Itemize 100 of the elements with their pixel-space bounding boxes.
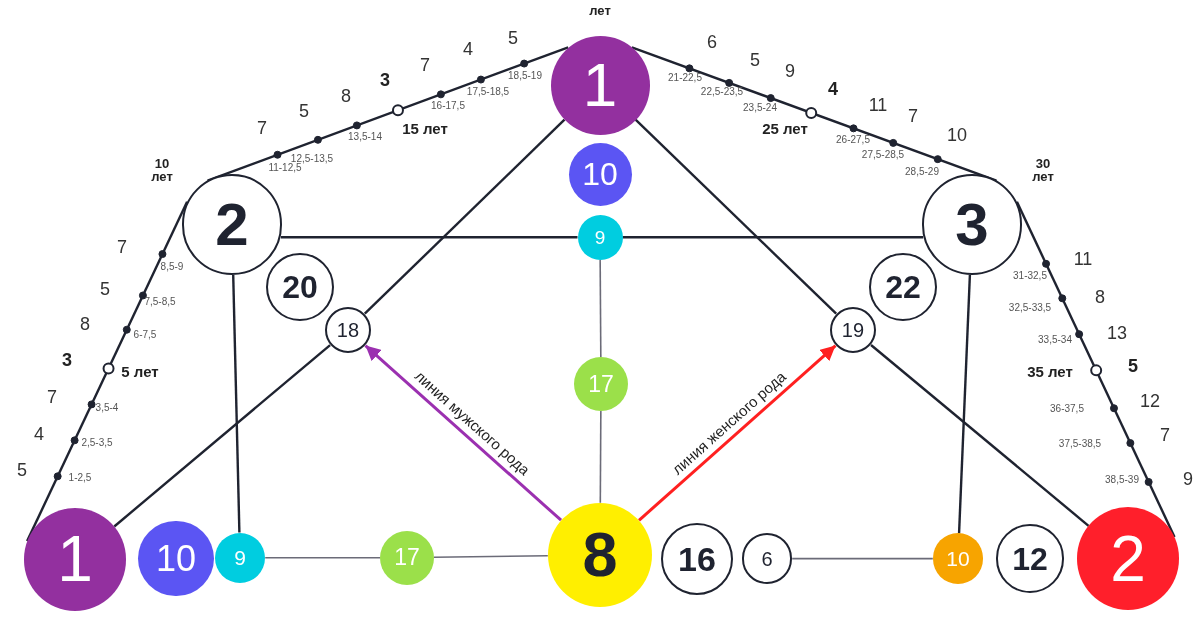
number-label: 9 xyxy=(1183,470,1193,489)
number-label: 12 xyxy=(1140,392,1160,411)
number-label: 3 xyxy=(380,70,390,89)
age-range-label: 32,5-33,5 xyxy=(1008,302,1052,313)
number-label: 10 xyxy=(947,125,967,144)
connector-line xyxy=(207,46,569,182)
age-range-label: 31-32,5 xyxy=(1013,271,1047,281)
age-range-label: 2,5-3,5 xyxy=(81,438,113,449)
age-range-label: 3,5-4 xyxy=(95,403,119,414)
age-range-label: 18,5-19 xyxy=(508,71,542,82)
number-label: 5 xyxy=(508,28,518,47)
number-label: 7 xyxy=(117,238,127,257)
number-label: 9 xyxy=(785,61,795,80)
number-label: 9 xyxy=(594,227,606,247)
number-label: 12 xyxy=(1012,542,1048,575)
age-range-label: 1-2,5 xyxy=(68,472,92,483)
number-label: 18 xyxy=(336,320,360,340)
age-range-label: 36-37,5 xyxy=(1050,404,1084,415)
age-range-label: 12,5-13,5 xyxy=(290,154,334,164)
number-label: 5 xyxy=(17,460,27,479)
age-label: 35 лет xyxy=(1027,363,1073,379)
age-range-label: 27,5-28,5 xyxy=(861,150,905,161)
age-range-label: 22,5-23,5 xyxy=(700,87,744,98)
age-range-label: 11-12,5 xyxy=(268,163,302,173)
number-label: 3 xyxy=(955,194,989,255)
number-label: 4 xyxy=(34,425,44,444)
age-range-label: 28,5-29 xyxy=(905,166,939,177)
number-label: 5 xyxy=(299,102,309,121)
number-label: 13 xyxy=(1107,323,1127,342)
age-range-label: 16-17,5 xyxy=(431,100,465,111)
number-label: 2 xyxy=(1110,526,1146,591)
connector-line xyxy=(957,275,972,534)
number-label: 7 xyxy=(420,55,430,74)
connector-line xyxy=(599,410,602,504)
connector-line xyxy=(622,236,924,239)
connector-line xyxy=(264,556,381,559)
connector-line xyxy=(599,259,602,358)
number-label: 10 xyxy=(946,548,970,570)
age-label: лет xyxy=(588,3,612,17)
number-label: 1 xyxy=(57,527,93,592)
number-label: 8 xyxy=(341,87,351,105)
number-label: 2 xyxy=(215,194,249,255)
connector-line xyxy=(26,201,189,542)
number-circle xyxy=(380,530,434,585)
number-label: 20 xyxy=(282,270,318,303)
connector-line xyxy=(113,344,331,528)
number-label: 5 xyxy=(750,51,760,69)
number-label: 5 xyxy=(1128,357,1138,375)
arrow xyxy=(364,344,563,522)
connector-line xyxy=(232,275,241,533)
number-label: 7 xyxy=(257,118,267,137)
connector-line xyxy=(631,46,997,182)
number-label: 17 xyxy=(588,372,614,396)
connector-line xyxy=(870,344,1090,527)
number-circle xyxy=(265,252,335,321)
number-circle xyxy=(577,214,623,260)
number-label: 8 xyxy=(1095,287,1105,306)
connector-line xyxy=(791,557,934,560)
age-label: 15 лет xyxy=(402,120,448,135)
number-label: 1 xyxy=(582,54,618,117)
number-label: 8 xyxy=(582,523,618,587)
connector-line xyxy=(433,554,549,559)
number-label: 7 xyxy=(1160,426,1170,445)
number-label: 17 xyxy=(394,546,420,570)
number-label: 19 xyxy=(841,320,865,340)
number-label: 10 xyxy=(155,540,196,577)
connector-line xyxy=(634,118,837,315)
number-circle xyxy=(574,357,628,411)
age-range-label: 13,5-14 xyxy=(348,131,382,142)
age-range-label: 38,5-39 xyxy=(1105,475,1139,486)
age-range-label: 37,5-38,5 xyxy=(1058,439,1102,450)
number-label: 7 xyxy=(908,106,918,125)
number-circle xyxy=(829,306,877,354)
age-range-label: 6-7,5 xyxy=(133,330,157,341)
age-range-label: 7,5-8,5 xyxy=(144,297,176,308)
number-label: 5 xyxy=(100,279,110,298)
age-range-label: 17,5-18,5 xyxy=(466,86,510,97)
age-range-label: 8,5-9 xyxy=(160,262,184,272)
number-circle xyxy=(324,306,372,354)
age-range-label: 26-27,5 xyxy=(836,135,870,146)
number-label: 16 xyxy=(678,541,716,576)
age-range-label: 33,5-34 xyxy=(1038,334,1072,345)
connector-line xyxy=(280,236,578,239)
number-label: 9 xyxy=(234,547,246,569)
number-label: 11 xyxy=(868,96,888,114)
connector-line xyxy=(1015,201,1176,538)
connector-line xyxy=(363,118,566,315)
number-label: 4 xyxy=(463,40,473,59)
age-label: 25 лет xyxy=(762,120,808,136)
number-label: 8 xyxy=(80,314,90,333)
number-circle xyxy=(868,252,938,321)
arrow xyxy=(638,344,837,522)
age-range-label: 23,5-24 xyxy=(743,102,777,113)
number-label: 3 xyxy=(62,350,72,369)
number-label: 7 xyxy=(47,387,57,406)
number-label: 6 xyxy=(707,33,717,51)
number-label: 22 xyxy=(885,270,921,303)
number-label: 6 xyxy=(761,548,773,569)
age-label: 30 лет xyxy=(1031,156,1055,183)
age-label: 5 лет xyxy=(121,363,159,379)
